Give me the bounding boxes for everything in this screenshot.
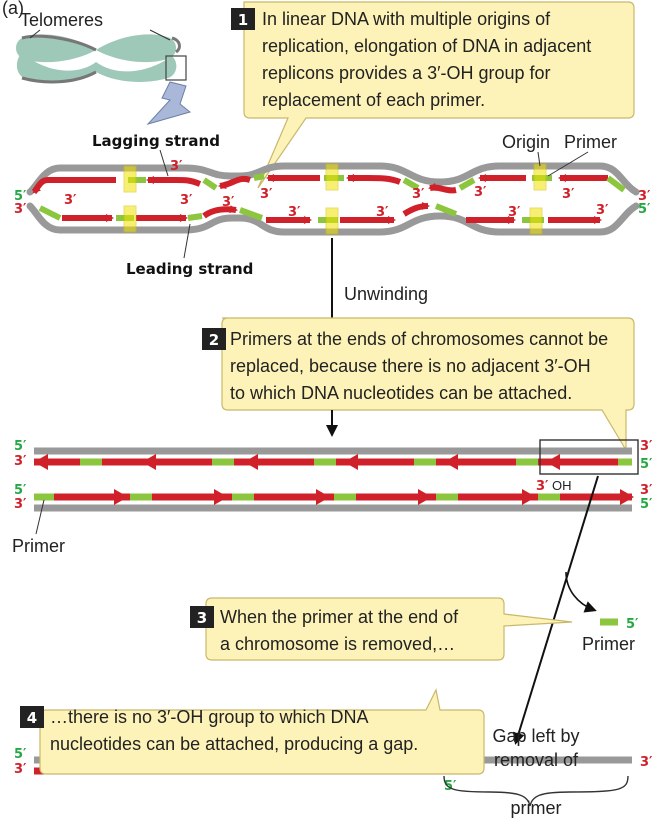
- step-3-badge: [190, 606, 214, 628]
- step-1-line-3: replicons provides a 3′-OH group for: [262, 63, 551, 83]
- svg-text:3′: 3′: [596, 203, 609, 218]
- svg-text:3′: 3′: [64, 193, 77, 208]
- bubble-left-5prime: 5′: [14, 189, 27, 204]
- primer-removal-arrow: [565, 571, 597, 613]
- gap-label-line-1: Gap left by: [492, 726, 579, 746]
- final-5prime-left: 5′: [14, 747, 27, 762]
- top-duplex-3prime-left: 3′: [14, 454, 27, 469]
- leading-strand-label: Leading strand: [126, 260, 253, 278]
- step-4-badge: [20, 706, 44, 728]
- removed-primer-label: Primer: [582, 634, 635, 654]
- step-1-line-1: In linear DNA with multiple origins of: [262, 9, 551, 29]
- diagonal-arrow: [512, 475, 599, 745]
- primer-label-left: Primer: [12, 536, 65, 556]
- bottom-duplex-3prime-left: 3′: [14, 497, 27, 512]
- svg-text:3′: 3′: [170, 159, 183, 174]
- svg-text:3′: 3′: [180, 193, 193, 208]
- top-duplex-5prime-left: 5′: [14, 439, 27, 454]
- step-4-line-1: …there is no 3′-OH group to which DNA: [50, 707, 369, 727]
- svg-text:4: 4: [27, 709, 37, 727]
- svg-text:3′: 3′: [222, 195, 235, 210]
- svg-text:3′: 3′: [412, 187, 425, 202]
- svg-text:3′: 3′: [562, 187, 575, 202]
- svg-text:3′: 3′: [260, 187, 273, 202]
- step-4-callout: 4 …there is no 3′-OH group to which DNA …: [20, 688, 485, 775]
- step-1-line-4: replacement of each primer.: [262, 90, 485, 110]
- svg-text:3′: 3′: [508, 205, 521, 220]
- final-3prime-right: 3′: [640, 755, 653, 770]
- step-3-line-1: When the primer at the end of: [220, 607, 459, 627]
- svg-text:2: 2: [209, 331, 219, 349]
- origin-label: Origin: [502, 132, 550, 152]
- removed-primer-5prime: 5′: [626, 617, 639, 632]
- chromosome-icon: [16, 29, 192, 125]
- svg-text:3′: 3′: [288, 205, 301, 220]
- gap-label-line-3: primer: [510, 798, 561, 818]
- daughter-duplex-top: [34, 439, 639, 475]
- bottom-duplex-3prime-right: 3′: [640, 483, 653, 498]
- bubble-right-3prime: 3′: [638, 189, 651, 204]
- top-duplex-3prime-right: 3′: [640, 439, 653, 454]
- gap-label-line-2: removal of: [494, 750, 579, 770]
- telomeres-label: Telomeres: [20, 10, 103, 30]
- primer-label-top: Primer: [564, 132, 617, 152]
- step-3-callout: 3 When the primer at the end of a chromo…: [190, 597, 573, 661]
- step-1-callout: 1 In linear DNA with multiple origins of…: [231, 1, 635, 189]
- step-1-line-2: replication, elongation of DNA in adjace…: [262, 36, 591, 56]
- step-2-line-3: to which DNA nucleotides can be attached…: [230, 383, 572, 403]
- top-duplex-5prime-right: 5′: [640, 457, 653, 472]
- final-3prime-left: 3′: [14, 762, 27, 777]
- unwinding-label: Unwinding: [344, 284, 428, 304]
- oh-label: OH: [552, 478, 572, 493]
- step-4-line-2: nucleotides can be attached, producing a…: [50, 734, 418, 754]
- step-2-callout: 2 Primers at the ends of chromosomes can…: [202, 317, 635, 453]
- svg-text:3′: 3′: [376, 205, 389, 220]
- gap-brace: [443, 775, 629, 807]
- bubble-left-3prime: 3′: [14, 202, 27, 217]
- step-3-line-2: a chromosome is removed,…: [220, 634, 455, 654]
- final-5prime-gap: 5′: [444, 779, 457, 794]
- oh-3prime: 3′: [536, 479, 549, 494]
- bubble-right-5prime: 5′: [638, 202, 651, 217]
- bottom-duplex-5prime-right: 5′: [640, 497, 653, 512]
- step-2-badge: [202, 328, 226, 350]
- svg-text:3′: 3′: [474, 185, 487, 200]
- step-2-line-1: Primers at the ends of chromosomes canno…: [230, 329, 608, 349]
- bottom-duplex-5prime-left: 5′: [14, 483, 27, 498]
- lagging-strand-label: Lagging strand: [92, 132, 220, 150]
- step-1-badge: [231, 8, 255, 30]
- replication-bubbles: 3′ 3′ 3′ 3′ 3′ 3′ 3′ 3′ 3′ 3′ 3′ 3′: [26, 159, 640, 236]
- svg-text:1: 1: [238, 11, 248, 29]
- daughter-duplex-bottom: [34, 489, 634, 512]
- panel-letter: (a): [2, 0, 24, 18]
- svg-text:3: 3: [197, 609, 207, 627]
- step-2-line-2: replaced, because there is no adjacent 3…: [230, 356, 591, 376]
